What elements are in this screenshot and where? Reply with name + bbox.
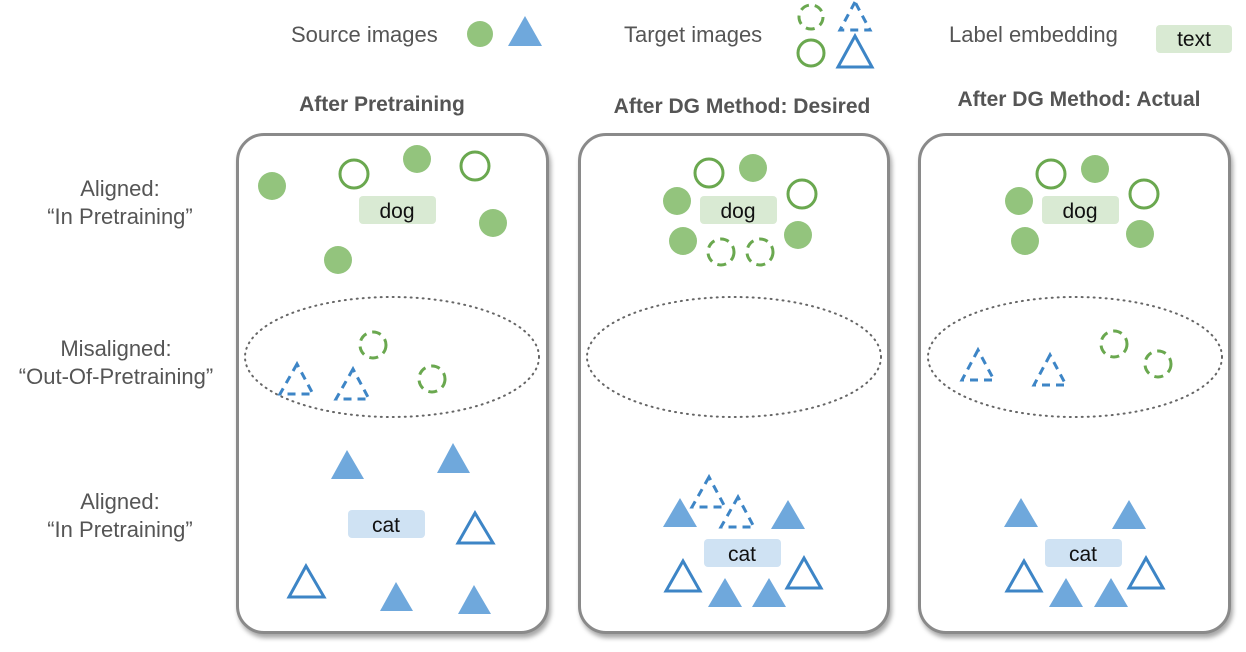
- target-misaligned-dog-point: [1143, 349, 1173, 379]
- target-misaligned-cat-point: [277, 360, 316, 396]
- cat-label-text: cat: [1069, 543, 1097, 566]
- column-title-actual: After DG Method: Actual: [957, 88, 1201, 111]
- row-label-line2: “In Pretraining”: [47, 204, 193, 229]
- source-dog-point: [479, 209, 507, 237]
- legend-embedding-label: Label embedding: [949, 22, 1118, 47]
- target-misaligned-dog-point: [745, 237, 775, 267]
- target-dog-point: [459, 150, 491, 182]
- legend-source-label: Source images: [291, 22, 438, 47]
- row-label-line2: “In Pretraining”: [47, 517, 193, 542]
- row-label-aligned-top: Aligned: “In Pretraining”: [0, 175, 240, 231]
- dog-label-text: dog: [1062, 200, 1097, 223]
- legend-target-dashed-circle-icon: [797, 3, 825, 31]
- source-cat-point: [331, 450, 364, 479]
- column-title-pretraining: After Pretraining: [299, 93, 465, 116]
- row-label-misaligned: Misaligned: “Out-Of-Pretraining”: [0, 335, 236, 391]
- column-title-desired: After DG Method: Desired: [613, 95, 871, 118]
- target-cat-point: [1126, 554, 1166, 590]
- source-dog-point: [784, 221, 812, 249]
- dog-label-embedding: [700, 196, 777, 224]
- source-cat-point: [1004, 498, 1038, 527]
- target-misaligned-dog-point: [358, 330, 388, 360]
- target-cat-point: [286, 562, 327, 599]
- legend-source-triangle-icon: [508, 16, 542, 46]
- cat-label-text: cat: [728, 543, 756, 566]
- target-dog-point: [693, 157, 725, 189]
- misaligned-region: [927, 296, 1223, 418]
- target-cat-point: [784, 554, 824, 590]
- source-cat-point: [1094, 578, 1128, 607]
- row-label-aligned-bottom: Aligned: “In Pretraining”: [0, 488, 240, 544]
- source-cat-point: [1049, 578, 1083, 607]
- source-cat-point: [437, 443, 470, 473]
- source-cat-point: [1112, 500, 1146, 529]
- target-dog-point: [1035, 158, 1067, 190]
- row-label-line1: Misaligned:: [60, 336, 172, 361]
- dog-label-embedding: [1042, 196, 1119, 224]
- source-dog-point: [739, 154, 767, 182]
- source-dog-point: [1011, 227, 1039, 255]
- source-dog-point: [1126, 220, 1154, 248]
- source-cat-point: [771, 500, 805, 529]
- legend-target-dashed-triangle-icon: [837, 0, 873, 32]
- row-label-line1: Aligned:: [80, 489, 160, 514]
- target-cat-point: [663, 557, 703, 593]
- legend-embedding-sample: text: [1177, 28, 1211, 51]
- row-label-line1: Aligned:: [80, 176, 160, 201]
- target-misaligned-dog-point: [417, 364, 447, 394]
- misaligned-region: [586, 296, 882, 418]
- cat-label-embedding: [348, 510, 425, 538]
- target-cat-point: [1004, 557, 1044, 593]
- source-dog-point: [258, 172, 286, 200]
- legend-target-label: Target images: [624, 22, 763, 47]
- misaligned-region: [244, 296, 540, 418]
- legend-source-circle-icon: [467, 21, 493, 47]
- target-misaligned-cat-point: [718, 493, 757, 529]
- source-dog-point: [1005, 187, 1033, 215]
- cat-label-embedding: [1045, 539, 1122, 567]
- source-dog-point: [663, 187, 691, 215]
- target-misaligned-dog-point: [706, 237, 736, 267]
- source-cat-point: [458, 585, 491, 614]
- source-cat-point: [663, 498, 697, 527]
- target-misaligned-dog-point: [1099, 329, 1129, 359]
- source-cat-point: [752, 578, 786, 607]
- target-dog-point: [1128, 178, 1160, 210]
- legend-target-circle-icon: [796, 38, 826, 68]
- source-dog-point: [669, 227, 697, 255]
- legend-target-triangle-icon: [835, 32, 875, 69]
- row-label-line2: “Out-Of-Pretraining”: [18, 364, 214, 389]
- target-misaligned-cat-point: [1031, 351, 1069, 387]
- source-cat-point: [708, 578, 742, 607]
- source-dog-point: [1081, 155, 1109, 183]
- target-misaligned-cat-point: [333, 365, 372, 401]
- target-dog-point: [786, 178, 818, 210]
- dog-label-text: dog: [720, 200, 755, 223]
- legend-embedding-swatch: [1156, 25, 1232, 53]
- dog-label-text: dog: [379, 200, 414, 223]
- target-cat-point: [455, 510, 496, 545]
- target-misaligned-cat-point: [959, 346, 997, 382]
- source-cat-point: [380, 582, 413, 611]
- source-dog-point: [324, 246, 352, 274]
- target-misaligned-cat-point: [689, 473, 728, 509]
- source-dog-point: [403, 145, 431, 173]
- dog-label-embedding: [359, 196, 436, 224]
- target-dog-point: [338, 158, 370, 190]
- cat-label-text: cat: [372, 514, 400, 537]
- cat-label-embedding: [704, 539, 781, 567]
